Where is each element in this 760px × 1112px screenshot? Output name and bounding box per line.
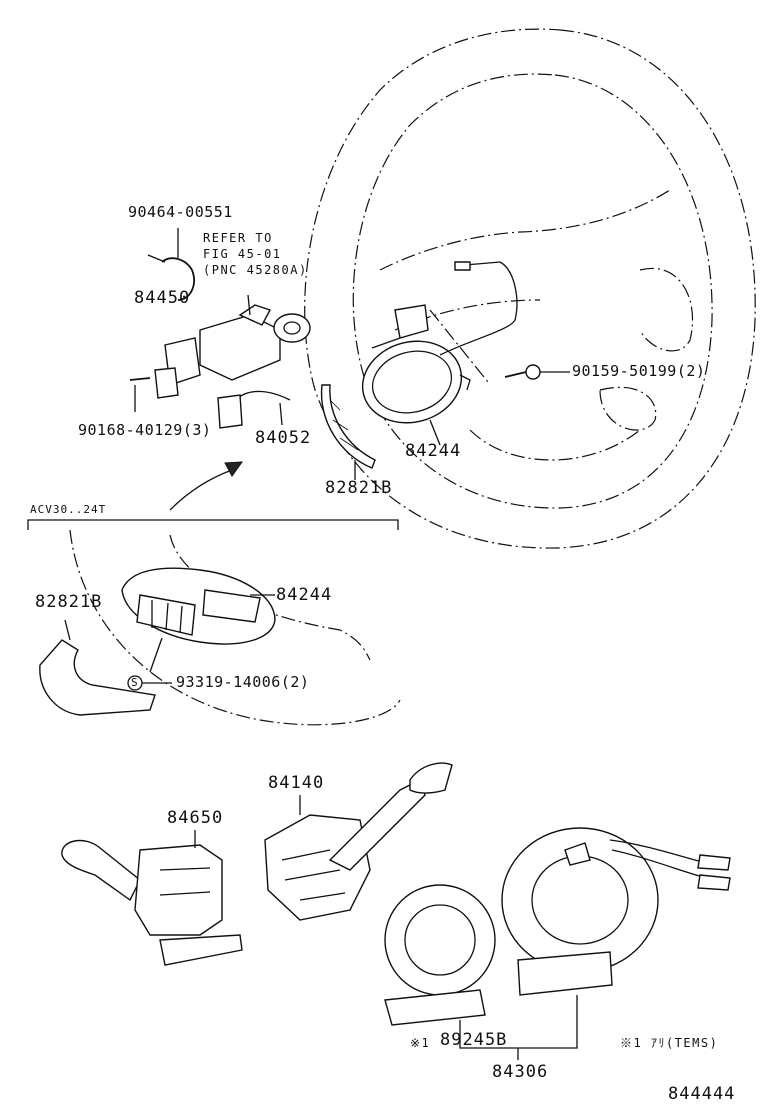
label-82821B-top: 82821B [325, 478, 393, 498]
bolt-90159 [504, 364, 541, 380]
steering-wheel-outline [304, 28, 756, 549]
note-mark: ※1 [410, 1036, 431, 1050]
arrow-head [224, 461, 244, 477]
label-93319: 93319-14006(2) [176, 673, 310, 691]
airbag-module-top [361, 261, 518, 424]
label-89245B: 89245B [440, 1030, 508, 1050]
note-legend: ※1 ｱﾘ(TEMS) [620, 1036, 719, 1050]
refer-line-3: (PNC 45280A) [203, 263, 308, 277]
label-90464: 90464-00551 [128, 203, 233, 221]
refer-line-2: FIG 45-01 [203, 247, 282, 261]
diagram-id: 844444 [668, 1084, 736, 1104]
label-84450: 84450 [134, 288, 191, 308]
label-84052: 84052 [255, 428, 312, 448]
label-90159: 90159-50199(2) [572, 362, 706, 380]
label-90168: 90168-40129(3) [78, 421, 212, 439]
switch-assembly-84450 [129, 228, 311, 429]
label-84650: 84650 [167, 808, 224, 828]
label-84244-inset: 84244 [276, 585, 333, 605]
switch-84140 [264, 762, 453, 921]
leader-84244-top [429, 419, 441, 446]
cover-82821B-top [320, 384, 376, 480]
spiral-cable-84306 [501, 827, 731, 1030]
label-84306: 84306 [492, 1062, 549, 1082]
label-84244-top: 84244 [405, 441, 462, 461]
label-84140: 84140 [268, 773, 325, 793]
label-82821B-inset: 82821B [35, 592, 103, 612]
inset-frame [27, 519, 399, 530]
screw-symbol: S [131, 676, 139, 689]
sensor-89245B [384, 884, 496, 1040]
variant-label: ACV30..24T [30, 503, 107, 516]
switch-84650 [61, 830, 243, 966]
inset-wheel [39, 529, 401, 726]
assembly-arrow [169, 469, 233, 511]
refer-line-1: REFER TO [203, 231, 273, 245]
